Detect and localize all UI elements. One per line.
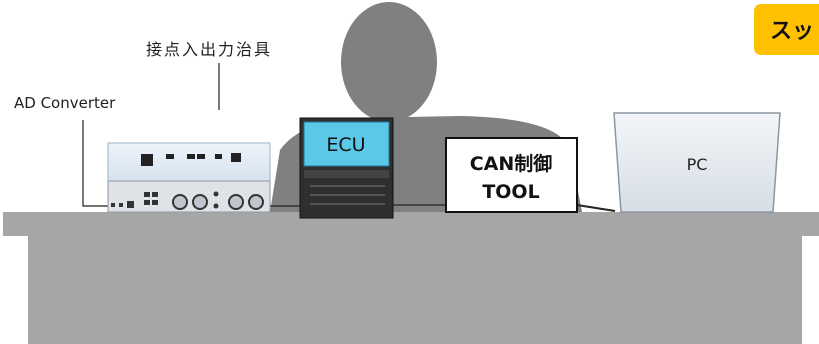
ad-port <box>127 201 134 208</box>
io-port <box>141 154 153 166</box>
ecu-screen <box>303 121 390 167</box>
desk-top <box>3 212 819 236</box>
pc-label: PC <box>687 155 708 174</box>
ad-converter-box <box>107 180 271 213</box>
desk-body <box>28 236 802 344</box>
desk <box>3 212 819 344</box>
ad-port <box>111 203 115 207</box>
io-port <box>166 154 174 159</box>
ecu-label: ECU <box>326 134 365 156</box>
can-tool-label-line2: TOOL <box>482 181 539 203</box>
ad-knob <box>248 194 264 210</box>
ad-port <box>144 200 150 205</box>
badge-label: スッ <box>770 19 814 44</box>
ad-port <box>152 192 158 197</box>
ad-port <box>144 192 150 197</box>
cable-can-pc <box>576 204 616 212</box>
ad-knob <box>172 194 188 210</box>
can-tool: CAN制御 TOOL <box>445 137 578 213</box>
contact-io-label: 接点入出力治具 <box>146 40 272 59</box>
ad-converter-leader <box>82 120 110 207</box>
ad-port <box>119 203 123 207</box>
contact-io-jig <box>107 142 271 182</box>
ecu-strip <box>304 170 389 178</box>
contact-io-box <box>107 142 271 182</box>
ad-converter-label: AD Converter <box>14 94 116 112</box>
io-port <box>231 153 241 162</box>
ad-knob <box>192 194 208 210</box>
badge-box <box>754 4 819 55</box>
pc-device: PC <box>613 112 781 213</box>
can-tool-label-line1: CAN制御 <box>470 152 553 175</box>
pc-body <box>613 112 781 213</box>
ad-knob <box>228 194 244 210</box>
ad-dot <box>213 203 219 209</box>
ad-converter-device <box>107 180 271 213</box>
ad-dot <box>213 191 219 197</box>
ecu-device: ECU <box>299 117 394 219</box>
io-port <box>187 154 195 159</box>
ad-port <box>152 200 158 205</box>
person-head <box>341 2 437 122</box>
io-port <box>197 154 205 159</box>
io-port <box>215 154 222 159</box>
can-tool-box <box>445 137 578 213</box>
badge: スッ <box>754 4 819 55</box>
